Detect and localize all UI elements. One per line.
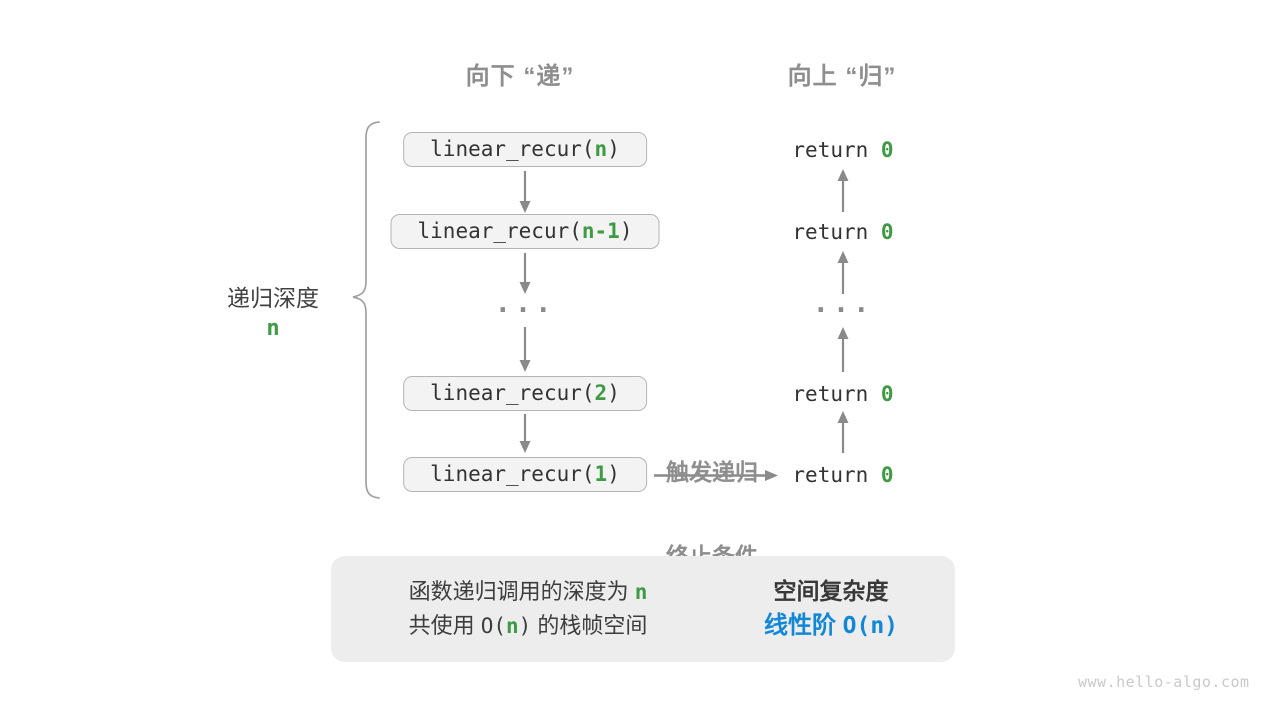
return-value: 0 xyxy=(880,382,894,406)
summary-line1-text: 函数递归调用的深度为 xyxy=(408,579,635,604)
return-row: return 0 xyxy=(792,463,893,487)
depth-value: n xyxy=(266,316,280,341)
frame-text: linear_recur( xyxy=(430,137,595,161)
big-o-close: ) xyxy=(518,614,532,638)
complexity-summary-panel: 函数递归调用的深度为 n 共使用 O(n) 的栈帧空间 空间复杂度 线性阶 O(… xyxy=(331,556,955,662)
down-arrowhead-1 xyxy=(519,201,531,213)
return-row: return 0 xyxy=(792,138,893,162)
depth-label: 递归深度 xyxy=(227,285,319,311)
summary-line2: 共使用 O(n) 的栈帧空间 xyxy=(353,613,703,639)
summary-line2-post: 的栈帧空间 xyxy=(531,613,648,638)
call-frame-n: linear_recur(n) xyxy=(403,132,647,167)
up-arrowhead-3 xyxy=(837,327,849,339)
frame-arg: 2 xyxy=(594,381,608,405)
frame-text: linear_recur( xyxy=(430,381,595,405)
space-complexity-result: 线性阶 O(n) xyxy=(723,612,939,640)
header-return-up: 向上 “归” xyxy=(787,63,897,90)
return-value: 0 xyxy=(880,220,894,244)
result-order-text: 线性阶 xyxy=(763,612,843,639)
call-frame-1: linear_recur(1) xyxy=(403,457,647,492)
frame-text: ) xyxy=(619,219,633,243)
summary-line1-n: n xyxy=(634,580,648,604)
frame-arg: n-1 xyxy=(581,219,620,243)
watermark-url: www.hello-algo.com xyxy=(1078,673,1250,691)
frame-arg: n xyxy=(594,137,608,161)
frame-text: ) xyxy=(607,462,620,486)
up-arrowhead-1 xyxy=(837,169,849,181)
frame-arg: 1 xyxy=(594,462,608,486)
frame-text: linear_recur( xyxy=(430,462,595,486)
summary-conclusion: 空间复杂度 线性阶 O(n) xyxy=(723,556,939,662)
frame-text: ) xyxy=(607,137,620,161)
depth-brace xyxy=(352,121,380,499)
call-stack-ellipsis: ... xyxy=(494,288,556,319)
return-value: 0 xyxy=(880,463,894,487)
down-arrowhead-4 xyxy=(519,441,531,453)
down-arrowhead-3 xyxy=(519,360,531,372)
call-frame-n-1: linear_recur(n-1) xyxy=(390,214,660,249)
call-frame-2: linear_recur(2) xyxy=(403,376,647,411)
return-value: 0 xyxy=(880,138,894,162)
big-o-open: O( xyxy=(480,614,506,638)
up-arrowhead-2 xyxy=(837,251,849,263)
return-keyword: return xyxy=(792,138,881,162)
result-big-o: O(n) xyxy=(842,613,899,639)
return-keyword: return xyxy=(792,220,881,244)
base-case-label-line1: 触发递归 xyxy=(666,459,758,485)
frame-text: linear_recur( xyxy=(417,219,582,243)
return-keyword: return xyxy=(792,463,881,487)
summary-line2-pre: 共使用 xyxy=(408,613,481,638)
header-recurse-down: 向下 “递” xyxy=(465,63,575,90)
return-ellipsis: ... xyxy=(812,288,874,319)
summary-line2-n: n xyxy=(505,614,519,638)
frame-text: ) xyxy=(607,381,620,405)
return-row: return 0 xyxy=(792,220,893,244)
return-keyword: return xyxy=(792,382,881,406)
base-case-arrowhead xyxy=(765,470,778,481)
summary-statement: 函数递归调用的深度为 n 共使用 O(n) 的栈帧空间 xyxy=(353,556,703,662)
summary-line1: 函数递归调用的深度为 n xyxy=(353,579,703,605)
return-row: return 0 xyxy=(792,382,893,406)
up-arrowhead-4 xyxy=(837,411,849,423)
space-complexity-title: 空间复杂度 xyxy=(773,578,889,604)
